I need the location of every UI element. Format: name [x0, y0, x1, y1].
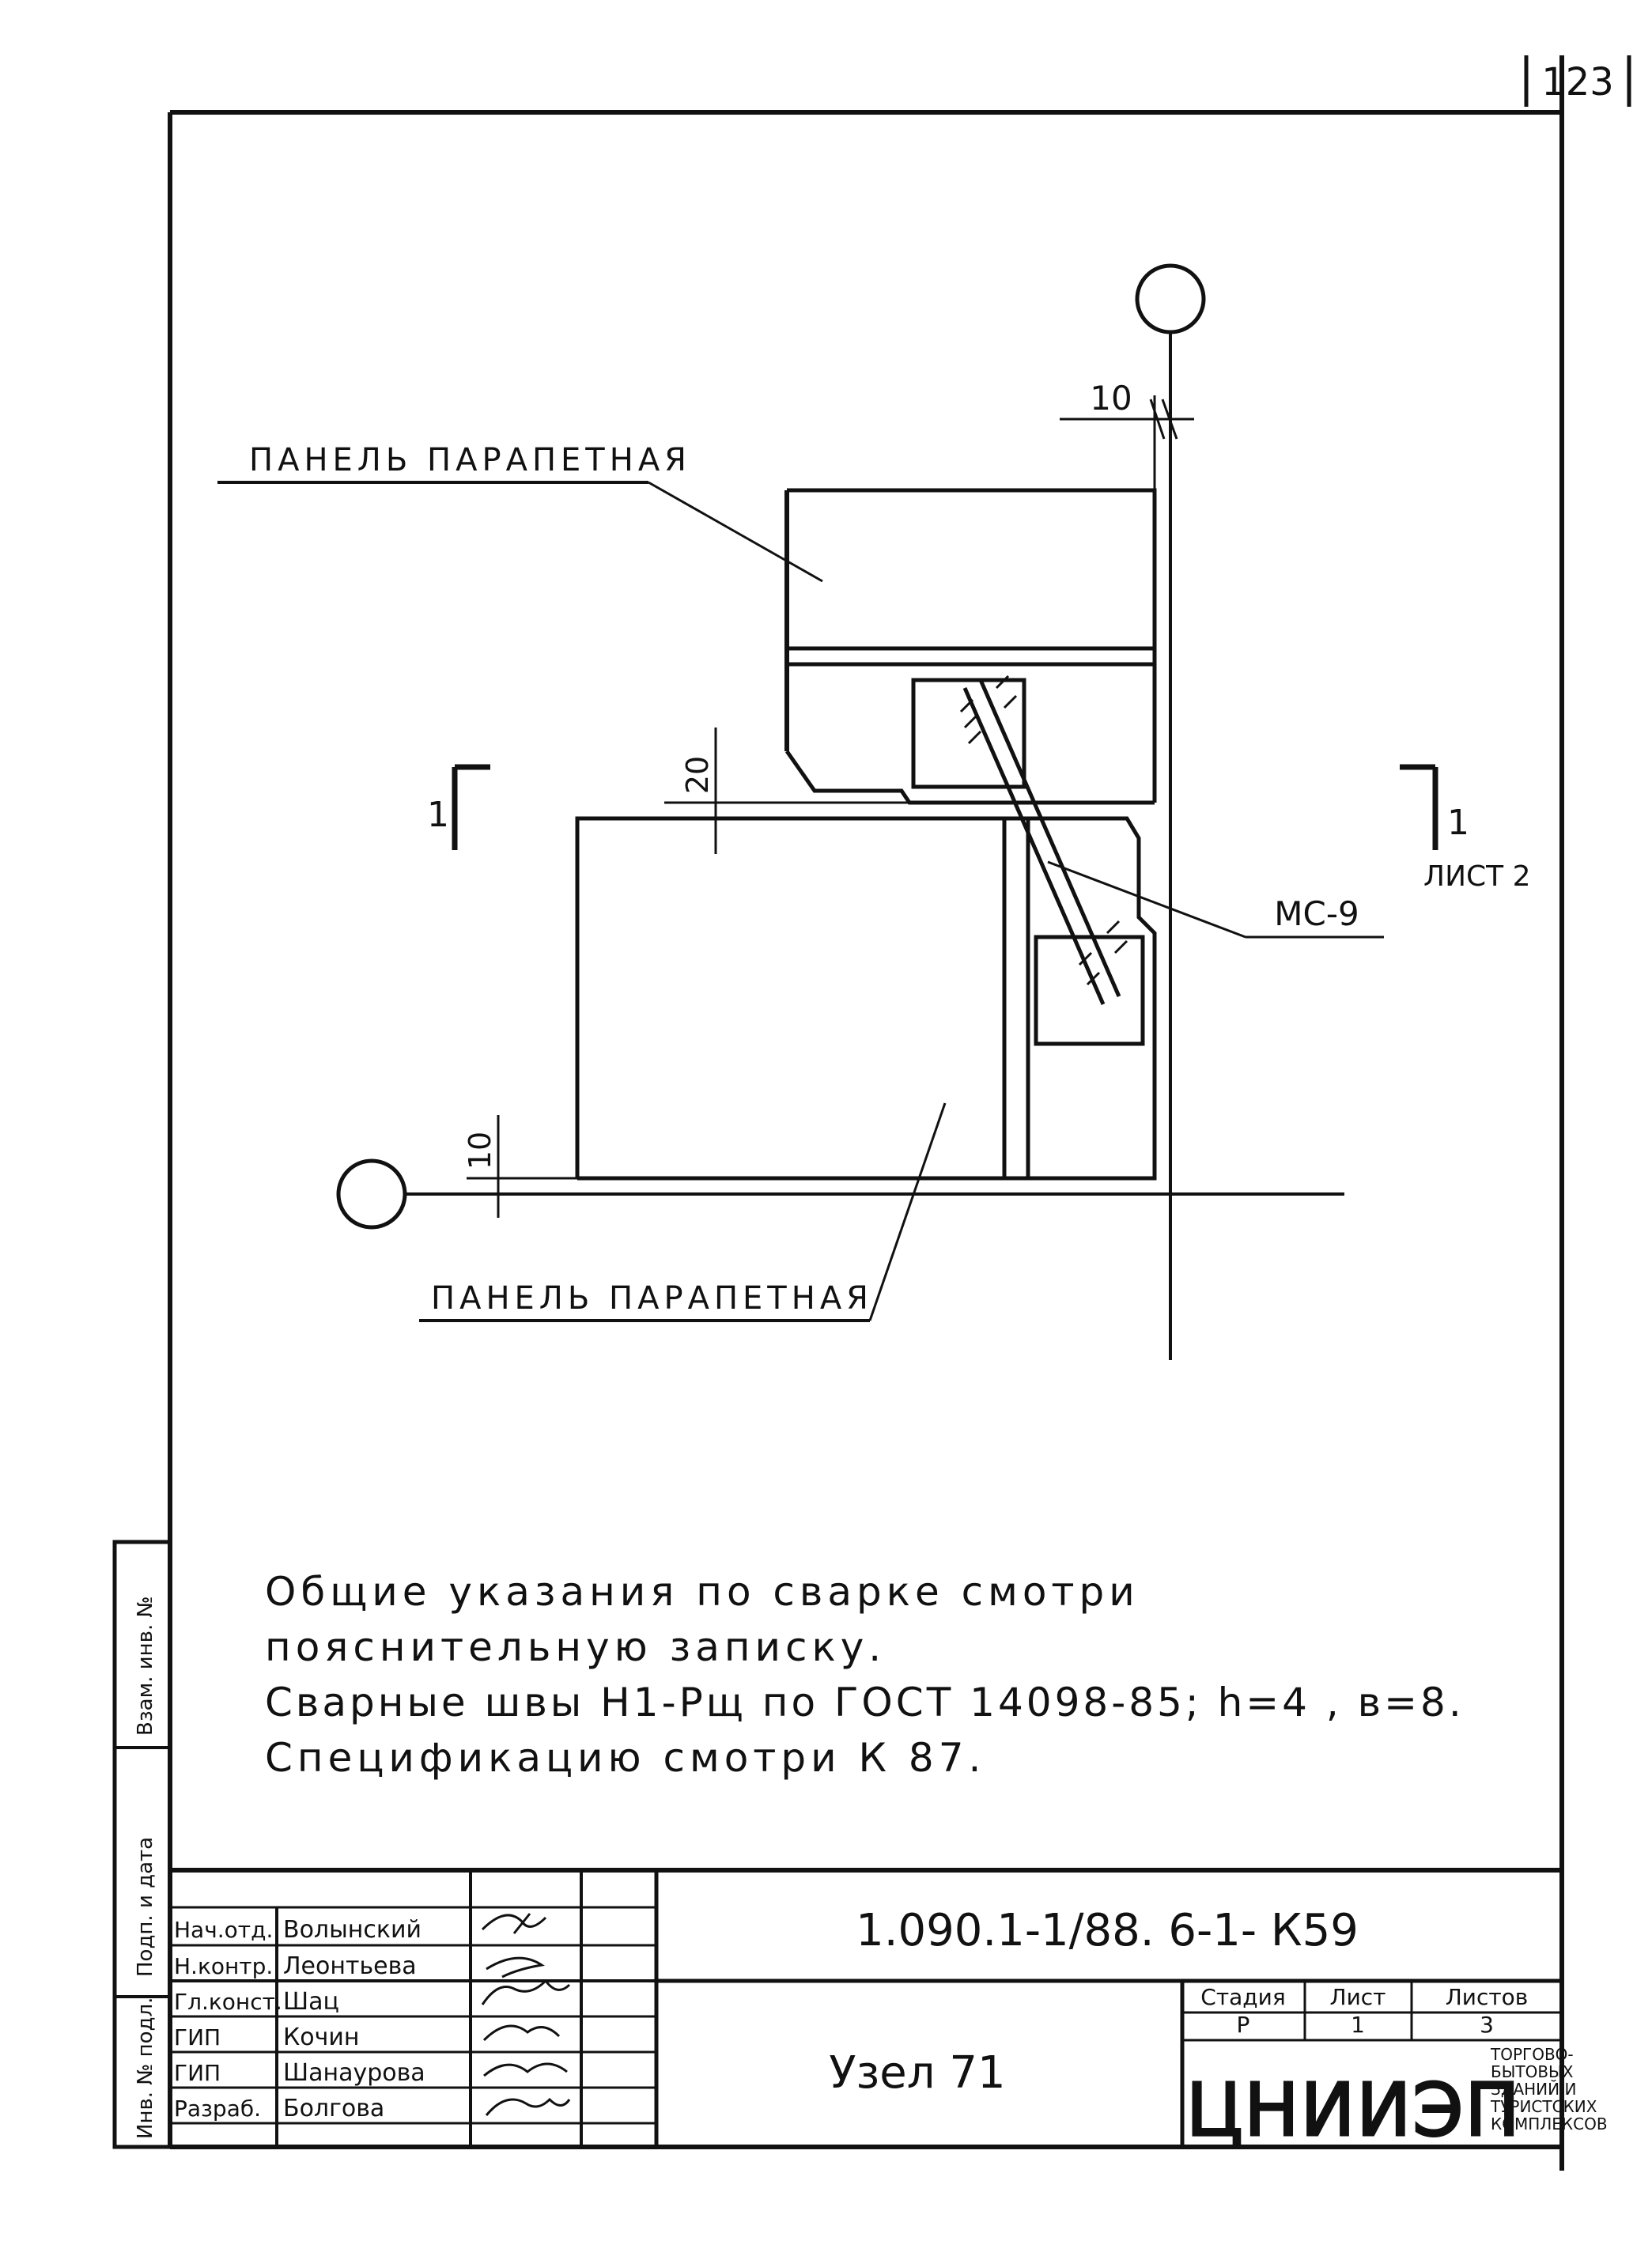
role-2: Н.контр. — [174, 1953, 273, 1979]
side-stamp: Инв. № подл. Подп. и дата Взам. инв. № — [112, 1540, 172, 2149]
page-number: 123 — [1541, 60, 1614, 104]
upper-parapet-panel — [784, 488, 1157, 805]
role-6: Разраб. — [174, 2096, 261, 2122]
name-2: Леонтьева — [283, 1952, 417, 1980]
stamp-sign-date: Подп. и дата — [134, 1837, 157, 1977]
lower-panel-label: ПАНЕЛЬ ПАРАПЕТНАЯ — [431, 1280, 873, 1317]
weld-label: МС-9 — [1274, 894, 1359, 933]
general-notes: Общие указания по сварке смотри поясните… — [265, 1569, 1465, 1781]
name-4: Кочин — [283, 2024, 360, 2051]
weld-plate-ms9 — [959, 675, 1128, 1006]
note-line-2: пояснительную записку. — [265, 1624, 886, 1670]
org-line-3: ЗДАНИЙ И — [1491, 2080, 1576, 2099]
dim-middle-label: 20 — [680, 756, 715, 794]
section-left-number: 1 — [427, 795, 449, 835]
dim-bottom-label: 10 — [463, 1132, 497, 1170]
name-6: Болгова — [283, 2095, 384, 2122]
org-line-2: БЫТОВЫХ — [1491, 2062, 1574, 2081]
lower-parapet-panel — [575, 816, 1157, 1181]
sheet-frame — [168, 55, 1564, 2171]
page-number-box: 123 — [1524, 55, 1631, 107]
stage-value: Р — [1237, 2012, 1250, 2038]
note-line-1: Общие указания по сварке смотри — [265, 1569, 1140, 1615]
org-line-1: ТОРГОВО- — [1490, 2045, 1574, 2064]
role-1: Нач.отд. — [174, 1917, 273, 1943]
org-logo: ЦНИИЭП — [1186, 2068, 1522, 2152]
role-4: ГИП — [174, 2024, 221, 2050]
section-sheet-ref: ЛИСТ 2 — [1423, 860, 1530, 893]
node-drawing: 10 МС-9 2 — [217, 263, 1530, 1360]
role-5: ГИП — [174, 2060, 221, 2086]
org-line-5: КОМПЛЕКСОВ — [1491, 2114, 1608, 2133]
name-3: Шац — [283, 1988, 339, 2016]
title-block: Нач.отд. Волынский Н.контр. Леонтьева Гл… — [170, 1868, 1608, 2154]
stage-header: Стадия — [1200, 1984, 1285, 2010]
signatures — [481, 1913, 571, 2116]
name-1: Волынский — [283, 1916, 422, 1944]
axis-marker-top — [1135, 263, 1206, 334]
stamp-inv-orig: Инв. № подл. — [134, 1997, 157, 2139]
section-right-number: 1 — [1447, 803, 1469, 843]
role-3: Гл.конст. — [174, 1989, 282, 2015]
dim-top-label: 10 — [1090, 379, 1132, 418]
name-5: Шанаурова — [283, 2059, 425, 2087]
sheets-value: 3 — [1480, 2012, 1494, 2038]
sheets-header: Листов — [1446, 1984, 1529, 2010]
sheet-header: Лист — [1330, 1984, 1386, 2010]
section-mark-left: 1 — [427, 764, 490, 850]
sheet-value: 1 — [1351, 2012, 1365, 2038]
document-code: 1.090.1-1/88. 6-1- К59 — [856, 1905, 1359, 1956]
note-line-3: Сварные швы Н1-Рщ по ГОСТ 14098-85; h=4 … — [265, 1680, 1465, 1725]
org-line-4: ТУРИСТСКИХ — [1490, 2097, 1597, 2116]
note-line-4: Спецификацию смотри К 87. — [265, 1735, 985, 1781]
drawing-title: Узел 71 — [829, 2047, 1005, 2099]
axis-marker-left — [336, 1158, 407, 1230]
section-mark-right: 1 ЛИСТ 2 — [1400, 764, 1530, 893]
stamp-replace-inv: Взам. инв. № — [134, 1596, 157, 1736]
upper-panel-label: ПАНЕЛЬ ПАРАПЕТНАЯ — [249, 442, 691, 478]
